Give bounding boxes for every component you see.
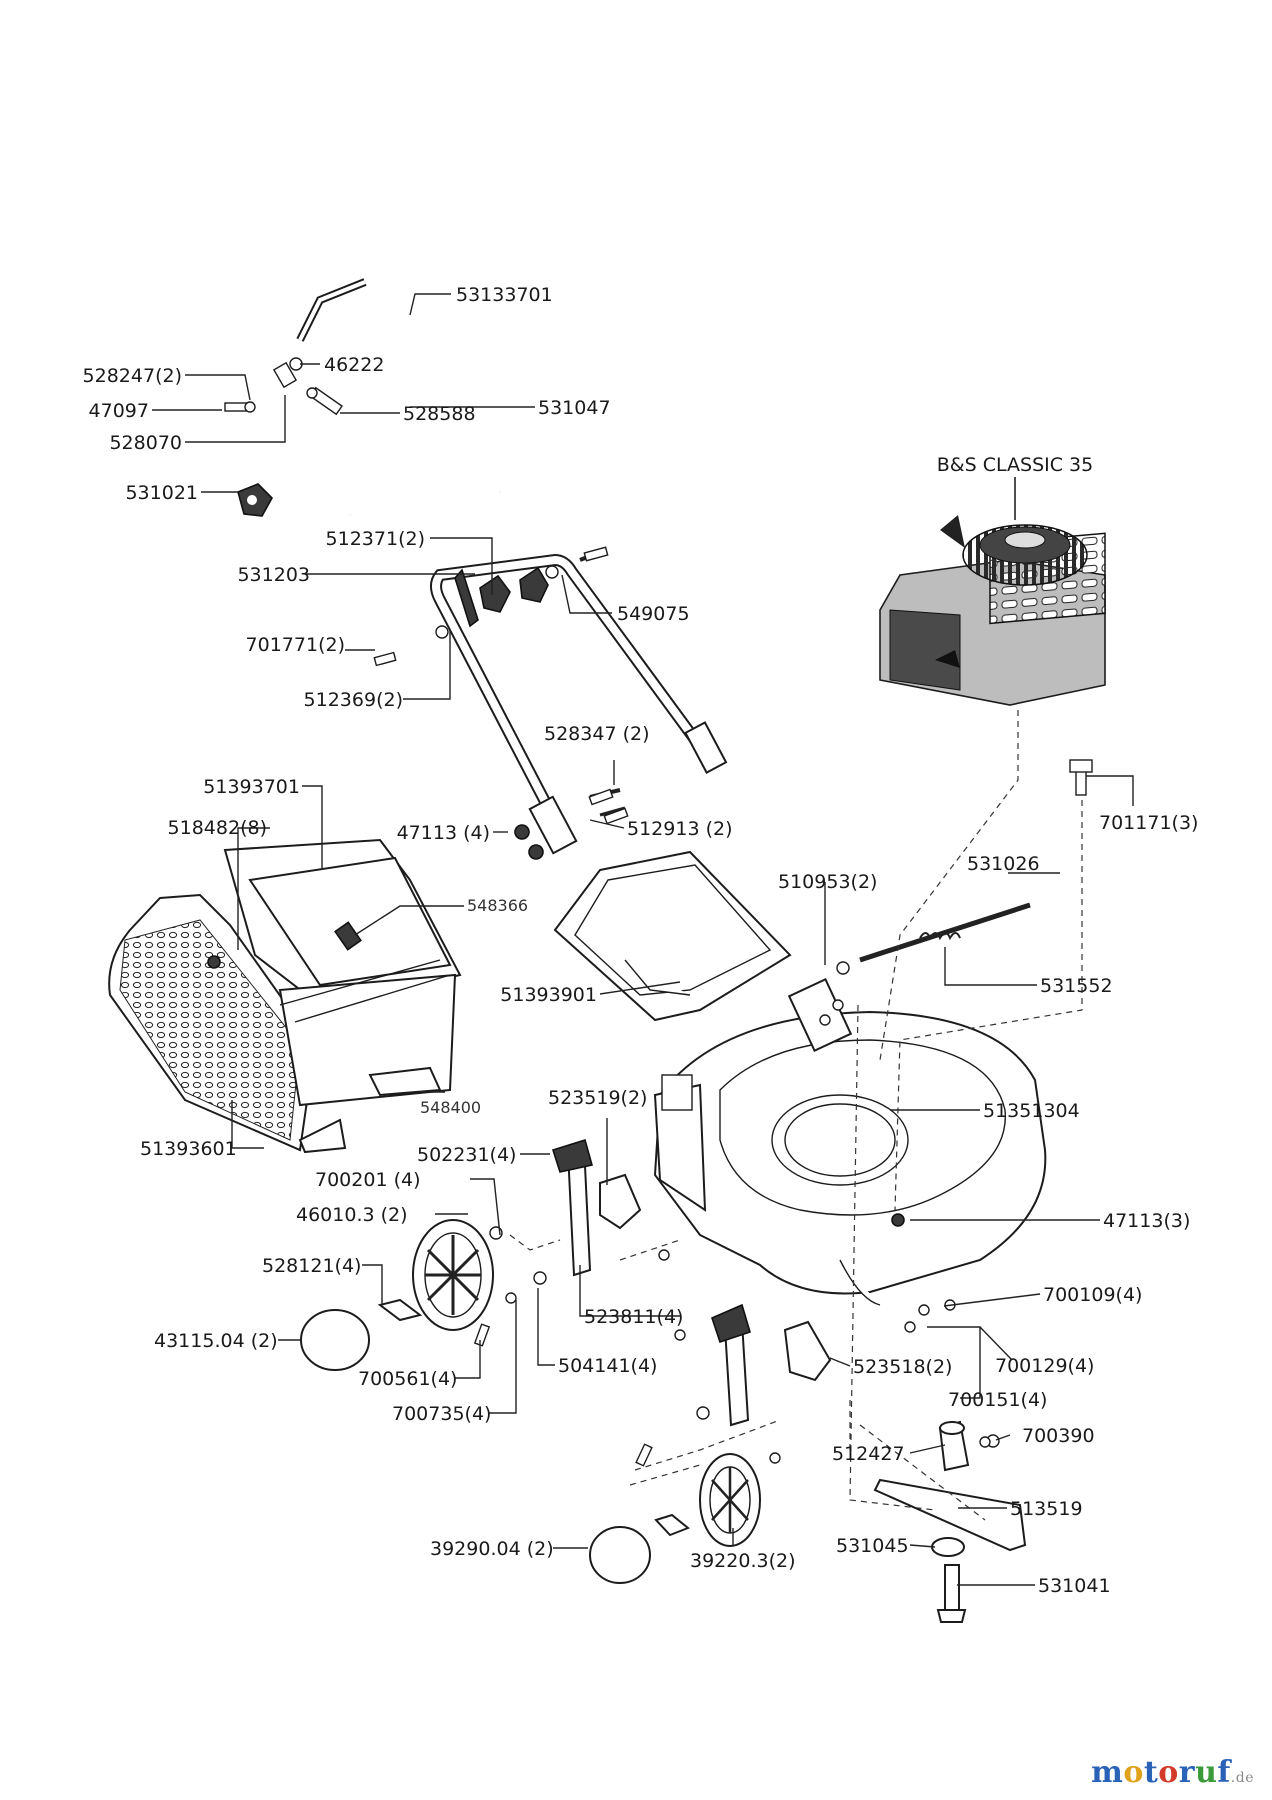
part-label: 502231(4) — [417, 1144, 516, 1166]
part-label: 531026 — [967, 853, 1040, 875]
part-label: 39290.04 (2) — [430, 1538, 554, 1560]
assembly-lines — [509, 710, 1083, 1521]
part-label: 700109(4) — [1043, 1284, 1142, 1306]
part-label: 47113 (4) — [397, 822, 490, 844]
part-label: 47113(3) — [1103, 1210, 1190, 1232]
part-label: 51393901 — [500, 984, 597, 1006]
part-label: 512371(2) — [326, 528, 425, 550]
axle-bolts — [377, 1298, 690, 1537]
cable-clip-531021 — [237, 483, 273, 517]
part-label: 531021 — [125, 482, 198, 504]
part-label: 531552 — [1040, 975, 1113, 997]
watermark-letter: o — [1123, 1755, 1144, 1790]
part-label: 548366 — [467, 896, 528, 915]
part-label: 512369(2) — [304, 689, 403, 711]
front-wheel-39220 — [699, 1453, 761, 1547]
part-label: 700561(4) — [358, 1368, 457, 1390]
part-label: 53133701 — [456, 284, 553, 306]
part-label: 51393701 — [203, 776, 300, 798]
part-label: 528247(2) — [83, 365, 182, 387]
part-label: 528347 (2) — [544, 723, 649, 745]
mower-deck-51351304 — [653, 978, 1047, 1306]
part-label: 512427 — [832, 1443, 905, 1465]
rear-bracket-523519 — [599, 1173, 642, 1230]
hubcap-39290 — [589, 1526, 651, 1584]
part-labels: 53133701 528247(2) 46222 47097 528588 53… — [83, 284, 1199, 1597]
part-label: 700129(4) — [995, 1355, 1094, 1377]
part-label: 701771(2) — [246, 634, 345, 656]
part-label: 504141(4) — [558, 1355, 657, 1377]
hubcap-43115 — [300, 1309, 370, 1371]
part-label: 47097 — [89, 400, 149, 422]
engine-bolt-701171 — [1069, 759, 1093, 796]
part-label: 46010.3 (2) — [296, 1204, 408, 1226]
watermark-letter: o — [1158, 1755, 1179, 1790]
engine-bs-classic-35 — [879, 515, 1106, 706]
watermark-letter: r — [1178, 1755, 1196, 1790]
part-label: 531041 — [1038, 1575, 1111, 1597]
part-label: 51393601 — [140, 1138, 237, 1160]
part-label: 528070 — [109, 432, 182, 454]
part-label: 39220.3(2) — [690, 1550, 795, 1572]
part-label: 51351304 — [983, 1100, 1080, 1122]
part-label: 518482(8) — [168, 817, 267, 839]
spring-rod-531026 — [836, 902, 1031, 975]
rear-height-adjuster — [551, 1138, 593, 1277]
part-label: 531047 — [538, 397, 611, 419]
part-label: 528121(4) — [262, 1255, 361, 1277]
part-label: 531045 — [836, 1535, 909, 1557]
rear-flap-51393901 — [553, 850, 792, 1022]
part-label: 512913 (2) — [627, 818, 732, 840]
part-label: 528588 — [403, 403, 476, 425]
small-bolts — [207, 546, 991, 1467]
watermark-letter: m — [1091, 1755, 1124, 1790]
part-label: 700201 (4) — [315, 1169, 420, 1191]
part-label: 531203 — [237, 564, 310, 586]
watermark-suffix: .de — [1230, 1770, 1254, 1786]
part-label: 523518(2) — [853, 1356, 952, 1378]
part-label: 700390 — [1022, 1425, 1095, 1447]
upper-handle — [224, 264, 512, 517]
part-label: 549075 — [617, 603, 690, 625]
watermark-text: motoruf — [1091, 1755, 1231, 1790]
engine-model-label: B&S CLASSIC 35 — [937, 454, 1093, 476]
front-bracket-523518 — [783, 1320, 832, 1382]
rear-wheel-46010 — [412, 1219, 494, 1331]
front-height-adjuster — [711, 1303, 751, 1427]
part-label: 701171(3) — [1099, 812, 1198, 834]
part-label: 43115.04 (2) — [154, 1330, 278, 1352]
lower-handle — [379, 548, 728, 860]
part-label: 700735(4) — [392, 1403, 491, 1425]
part-label: 510953(2) — [778, 871, 877, 893]
part-label: 523811(4) — [584, 1306, 683, 1328]
part-label: 700151(4) — [948, 1389, 1047, 1411]
watermark-letter: u — [1195, 1755, 1218, 1790]
watermark-logo: motoruf.de — [1091, 1755, 1254, 1790]
part-label: 523519(2) — [548, 1087, 647, 1109]
blade-assembly — [873, 1420, 1027, 1623]
part-label: 46222 — [324, 354, 384, 376]
watermark-letter: t — [1143, 1755, 1159, 1790]
grass-catcher — [108, 838, 462, 1154]
watermark-letter: f — [1217, 1755, 1231, 1790]
part-label: 548400 — [420, 1098, 481, 1117]
leader-lines — [152, 293, 1134, 1586]
part-label: 513519 — [1010, 1498, 1083, 1520]
